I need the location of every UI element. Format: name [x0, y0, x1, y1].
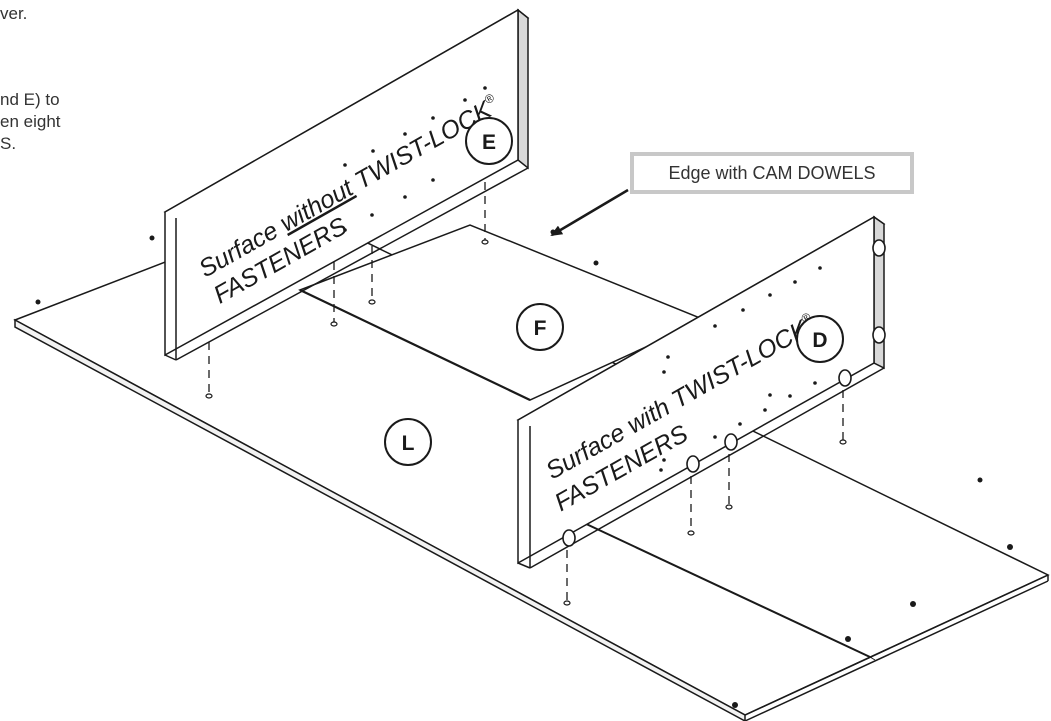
panel-e-letter-badge: E — [465, 117, 513, 165]
panel-e-target-holes — [205, 239, 489, 399]
panel-e-holes — [343, 86, 487, 232]
callout-label: Edge with CAM DOWELS — [668, 162, 876, 183]
panel-d-holes — [659, 266, 822, 472]
panel-f-letter: F — [534, 317, 547, 340]
panel-d-letter-badge: D — [796, 315, 844, 363]
panel-d — [516, 215, 886, 569]
cam-dowels-callout: Edge with CAM DOWELS — [630, 152, 914, 194]
panel-e — [163, 8, 530, 361]
panel-d-dashed-guides — [566, 390, 844, 600]
panel-d-letter: D — [812, 329, 827, 352]
instruction-text-4: S. — [0, 134, 17, 153]
panel-l-letter: L — [402, 432, 415, 455]
instruction-text-1: ver. — [0, 4, 28, 23]
panel-d-target-holes — [563, 439, 847, 606]
panel-e-letter: E — [482, 131, 496, 154]
panel-f-letter-badge: F — [516, 303, 564, 351]
instruction-text-3: en eight — [0, 112, 61, 131]
panel-l-letter-badge: L — [384, 418, 432, 466]
panel-e-dashed-guides — [208, 182, 486, 393]
instruction-text-2: nd E) to — [0, 90, 60, 109]
panel-d-cam-locks — [562, 239, 886, 547]
callout-arrow — [550, 188, 629, 237]
